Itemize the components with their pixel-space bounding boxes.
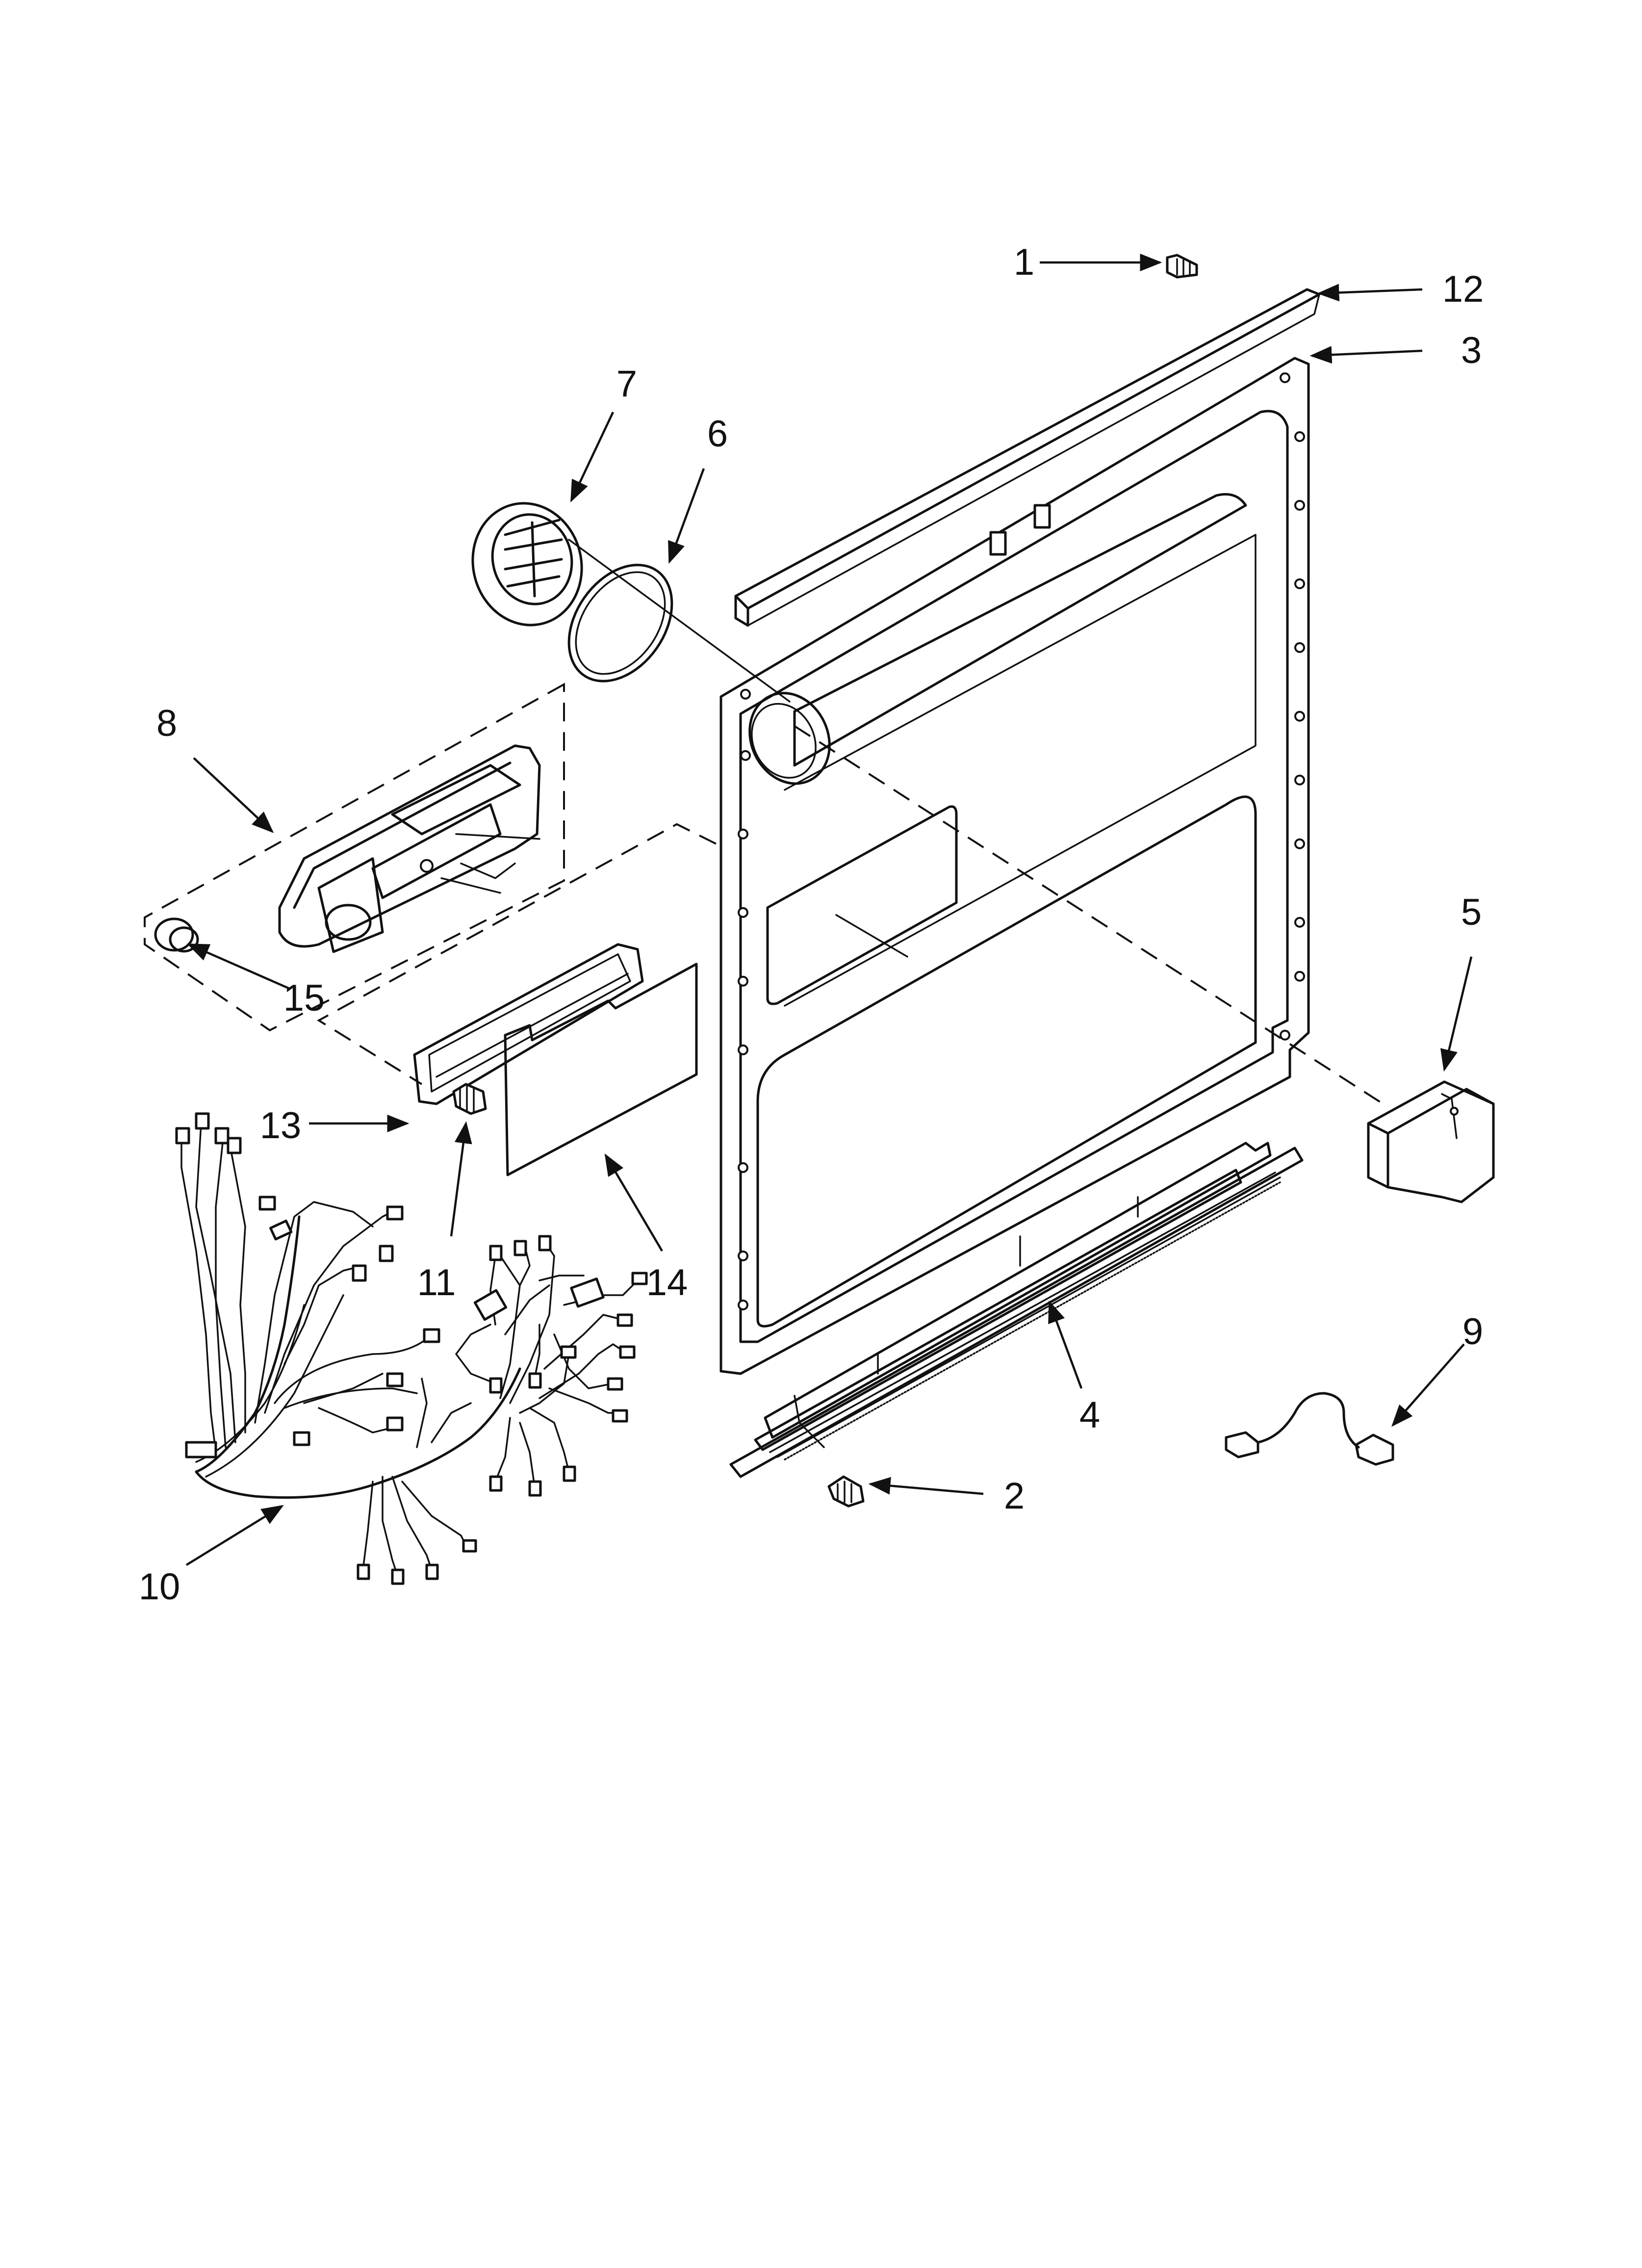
screw-part-11 [452,1083,487,1115]
callout-3: 3 [1461,330,1482,371]
reference-lines [568,539,1384,1105]
callout-10: 10 [139,1566,180,1608]
callout-13: 13 [260,1105,302,1147]
callout-4: 4 [1079,1394,1100,1436]
screw-part-2 [827,1475,865,1508]
callout-1: 1 [1014,241,1034,283]
cable-part-9 [1225,1392,1394,1466]
top-gasket-strip [734,288,1321,627]
callout-7: 7 [616,363,637,405]
callout-labels: 1 2 3 4 5 6 7 8 9 10 11 12 13 14 15 [139,241,1484,1608]
control-board-plate-part-13 [413,943,644,1105]
callout-14: 14 [646,1262,688,1303]
screw-part-1 [1166,254,1198,279]
callout-2: 2 [1004,1475,1025,1517]
callout-15: 15 [283,977,325,1019]
door-inner-panel [719,357,1310,1375]
dispenser-assembly-part-8 [278,744,541,953]
bracket-part-5 [1367,1080,1495,1203]
callout-9: 9 [1462,1311,1483,1353]
gasket-ring-part-6 [567,564,673,682]
callout-8: 8 [156,703,177,744]
wire-harness-part-10 [175,1112,648,1585]
knob-part-15 [154,917,199,953]
vent-part-7 [471,502,583,626]
callout-11: 11 [417,1262,456,1303]
dashed-assembly-outline [144,682,717,1085]
callout-5: 5 [1461,891,1482,933]
callout-6: 6 [707,413,728,455]
control-cover-part-14 [504,963,698,1176]
bottom-trim-strip [729,1142,1304,1478]
leader-arrows [185,254,1473,1566]
callout-12: 12 [1442,268,1484,310]
